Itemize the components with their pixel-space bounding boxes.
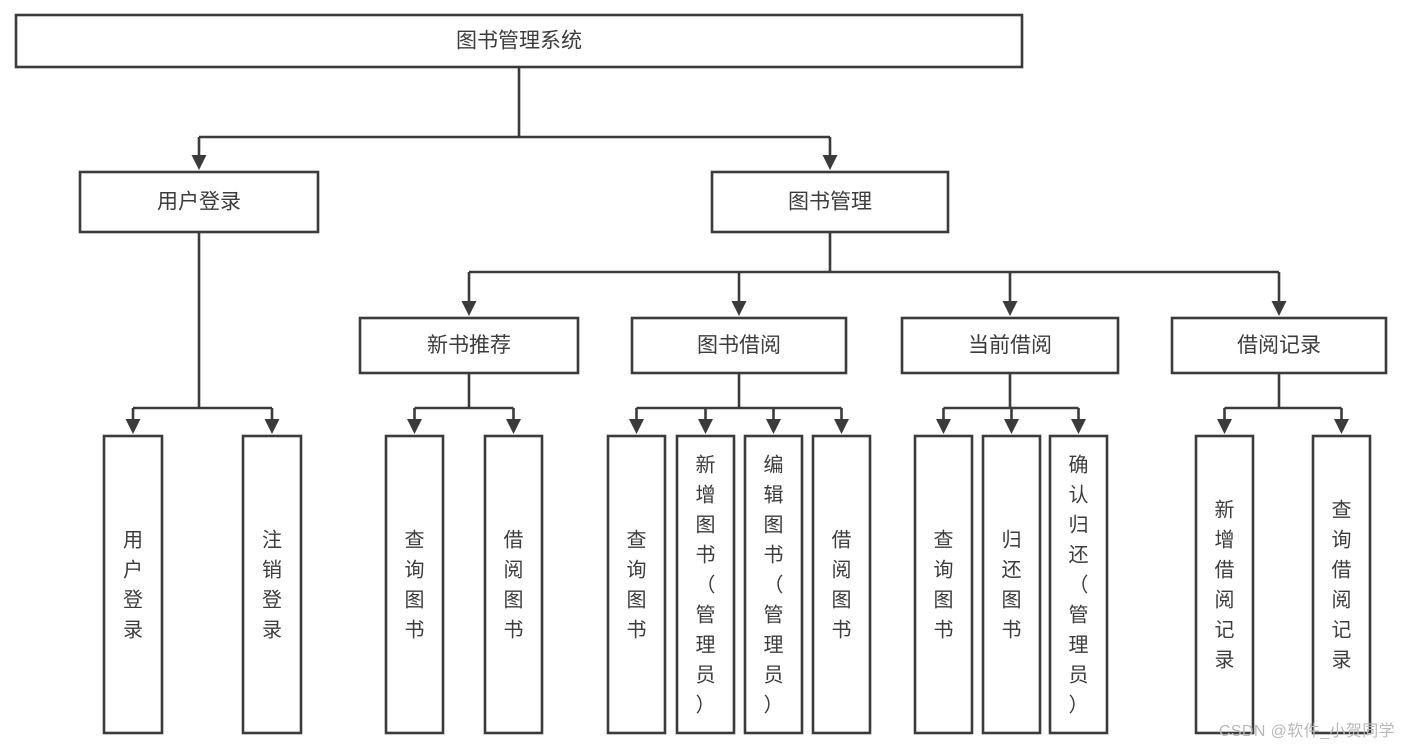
node-label: 新书推荐 [427, 334, 511, 357]
node-查询图书-leaf-8[interactable]: 查询图书 [913, 434, 974, 735]
node-用户登录-l2[interactable]: 用户登录 [78, 170, 320, 234]
node-label: 查询图书 [934, 529, 954, 642]
node-label: 用户登录 [157, 191, 241, 214]
node-图书借阅-l3[interactable]: 图书借阅 [630, 316, 848, 375]
node-新增借阅记录-leaf-11[interactable]: 新增借阅记录 [1194, 434, 1255, 735]
node-查询图书-leaf-2[interactable]: 查询图书 [384, 434, 445, 735]
node-layer: 图书管理系统用户登录图书管理新书推荐图书借阅当前借阅借阅记录用户登录注销登录查询… [14, 13, 1388, 735]
node-label: 图书借阅 [697, 334, 781, 357]
node-label: 借阅图书 [504, 529, 524, 642]
node-编辑图书管理员-leaf-6[interactable]: 编辑图书（管理员） [743, 434, 804, 735]
node-label: 新增图书（管理员） [696, 454, 716, 717]
node-label: 查询图书 [627, 529, 647, 642]
node-当前借阅-l3[interactable]: 当前借阅 [900, 316, 1120, 375]
node-label: 用户登录 [123, 530, 143, 642]
node-label: 编辑图书（管理员） [764, 454, 784, 717]
node-确认归还管理员-leaf-10[interactable]: 确认归还（管理员） [1048, 434, 1109, 735]
node-label: 查询图书 [405, 529, 425, 642]
node-label: 确认归还（管理员） [1069, 454, 1089, 717]
node-注销登录-leaf-1[interactable]: 注销登录 [241, 434, 303, 735]
node-借阅图书-leaf-3[interactable]: 借阅图书 [483, 434, 544, 735]
node-新增图书管理员-leaf-5[interactable]: 新增图书（管理员） [675, 434, 736, 735]
node-label: 当前借阅 [968, 334, 1052, 357]
node-label: 注销登录 [262, 529, 282, 642]
connector-layer [125, 67, 1349, 434]
node-查询借阅记录-leaf-12[interactable]: 查询借阅记录 [1311, 434, 1372, 735]
node-label: 查询借阅记录 [1332, 499, 1352, 672]
node-图书管理-l2[interactable]: 图书管理 [710, 170, 950, 234]
node-label: 归还图书 [1002, 529, 1022, 642]
node-查询图书-leaf-4[interactable]: 查询图书 [606, 434, 667, 735]
node-图书管理系统-root[interactable]: 图书管理系统 [14, 13, 1024, 69]
node-用户登录-leaf-0[interactable]: 用户登录 [102, 434, 164, 735]
node-label: 借阅图书 [832, 529, 852, 642]
csdn-watermark: CSDN @软件_小贺同学 [1218, 723, 1395, 740]
node-label: 借阅记录 [1237, 334, 1321, 357]
node-label: 新增借阅记录 [1215, 499, 1235, 672]
node-借阅图书-leaf-7[interactable]: 借阅图书 [811, 434, 872, 735]
node-label: 图书管理 [788, 191, 872, 214]
node-借阅记录-l3[interactable]: 借阅记录 [1170, 316, 1388, 375]
node-新书推荐-l3[interactable]: 新书推荐 [358, 316, 580, 375]
node-归还图书-leaf-9[interactable]: 归还图书 [981, 434, 1042, 735]
node-label: 图书管理系统 [456, 30, 582, 53]
